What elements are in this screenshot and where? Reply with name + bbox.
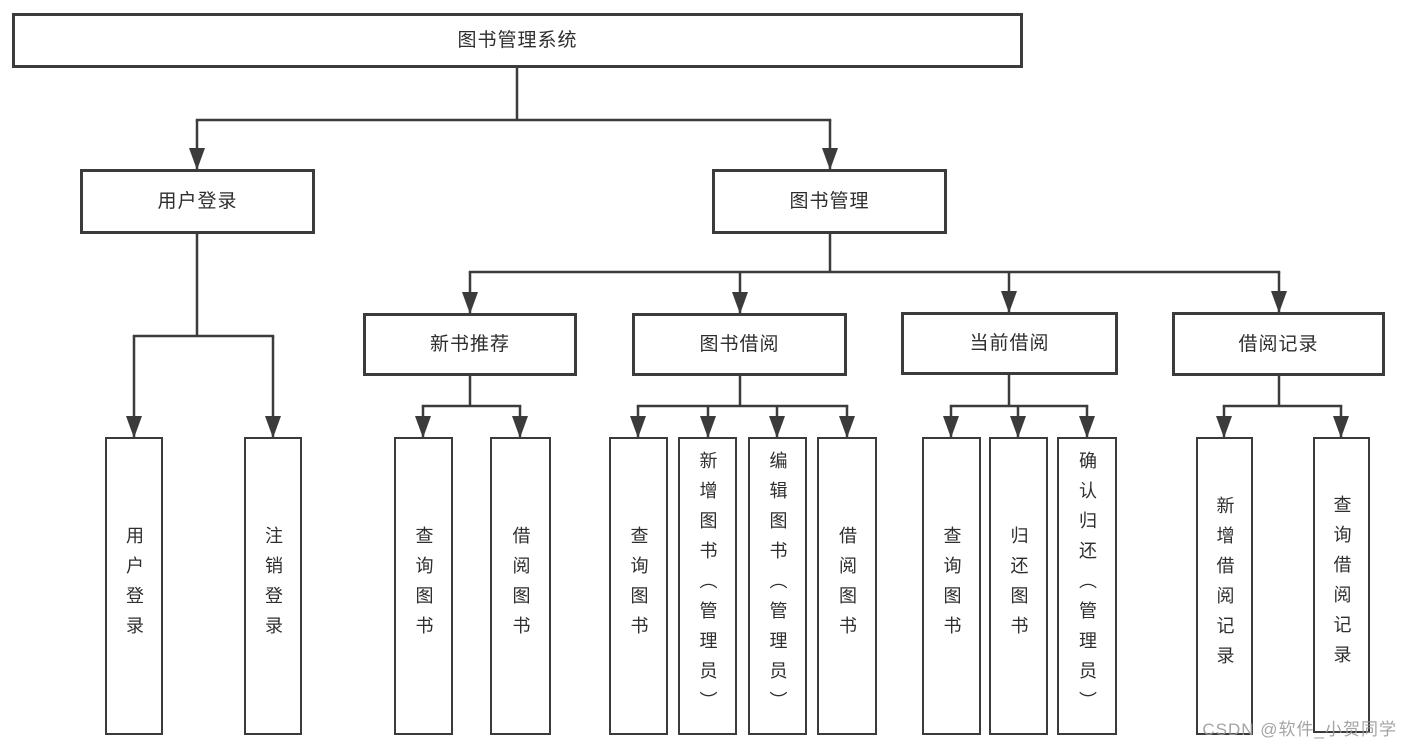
leaf-add-books-admin: 新增图书（管理员） xyxy=(678,437,737,735)
leaf-borrow-books-recommend: 借阅图书 xyxy=(490,437,551,735)
leaf-query-books-borrow: 查询图书 xyxy=(609,437,668,735)
node-book-borrow: 图书借阅 xyxy=(632,313,847,376)
csdn-watermark: CSDN @软件_小贺同学 xyxy=(1202,720,1397,739)
leaf-query-books-current: 查询图书 xyxy=(922,437,981,735)
connector-book-management-children xyxy=(462,234,1287,314)
connector-user-login-children xyxy=(126,234,281,438)
node-library-management-system: 图书管理系统 xyxy=(12,13,1023,68)
leaf-add-borrow-record: 新增借阅记录 xyxy=(1196,437,1253,735)
leaf-query-borrow-record: 查询借阅记录 xyxy=(1313,437,1370,733)
connector-book-borrow-children xyxy=(630,376,855,438)
connector-root-to-level2 xyxy=(189,68,838,170)
leaf-return-books: 归还图书 xyxy=(989,437,1048,735)
leaf-logout: 注销登录 xyxy=(244,437,302,735)
connector-borrow-records-children xyxy=(1216,376,1349,438)
leaf-edit-books-admin: 编辑图书（管理员） xyxy=(748,437,807,735)
leaf-borrow-books: 借阅图书 xyxy=(817,437,877,735)
leaf-user-login: 用户登录 xyxy=(105,437,163,735)
node-user-login: 用户登录 xyxy=(80,169,315,234)
node-book-management: 图书管理 xyxy=(712,169,947,234)
node-current-borrow: 当前借阅 xyxy=(901,312,1118,375)
node-new-book-recommend: 新书推荐 xyxy=(363,313,577,376)
connector-new-book-recommend-children xyxy=(415,376,528,438)
leaf-query-books-recommend: 查询图书 xyxy=(394,437,453,735)
node-borrow-records: 借阅记录 xyxy=(1172,312,1385,376)
leaf-confirm-return-admin: 确认归还（管理员） xyxy=(1057,437,1117,735)
connector-current-borrow-children xyxy=(943,375,1095,438)
